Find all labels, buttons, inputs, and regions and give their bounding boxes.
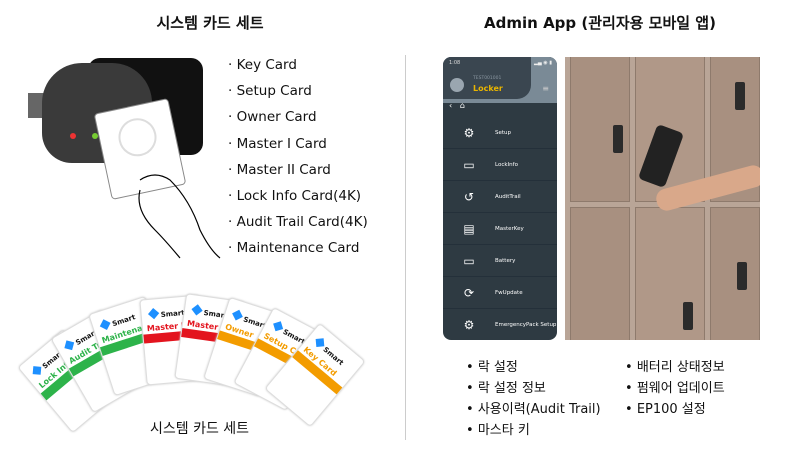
card-stripe: [288, 347, 356, 406]
menu-item-label: MasterKey: [495, 225, 524, 232]
refresh-icon: ⟳: [463, 285, 475, 300]
monitor-icon: ▭: [463, 157, 475, 172]
feature-list-1: 락 설정락 설정 정보사용이력(Audit Trail)마스타 키: [466, 356, 601, 440]
smart-logo-icon: Smart: [147, 307, 185, 320]
fan-caption: 시스템 카드 세트: [150, 421, 250, 437]
menu-item-label: FwUpdate: [495, 289, 523, 296]
menu-item-label: Setup: [495, 129, 512, 136]
locker-photo: [565, 57, 760, 340]
menu-item-setup[interactable]: ⚙ Setup: [443, 117, 557, 149]
feature-item: 펌웨어 업데이트: [625, 377, 725, 398]
card-type-item: Lock Info Card(4K): [228, 187, 368, 213]
menu-item-battery[interactable]: ▭ Battery: [443, 245, 557, 277]
right-title: Admin App (관리자용 모바일 앱): [484, 14, 716, 32]
divider: [405, 55, 406, 440]
menu-item-fwupdate[interactable]: ⟳ FwUpdate: [443, 277, 557, 309]
nav-bar: ‹ ⌂: [449, 101, 465, 110]
feature-item: 사용이력(Audit Trail): [466, 398, 601, 419]
avatar: [450, 78, 464, 92]
card-type-item: Master I Card: [228, 135, 368, 161]
card-type-item: Key Card: [228, 56, 368, 82]
gear-icon: ⚙: [463, 125, 475, 140]
feature-item: 마스타 키: [466, 419, 601, 440]
menu-item-label: LockInfo: [495, 161, 518, 168]
user-name: Locker: [473, 84, 503, 93]
hand-illustration: [138, 174, 221, 259]
feature-item: EP100 설정: [625, 398, 725, 419]
menu-item-lockinfo[interactable]: ▭ LockInfo: [443, 149, 557, 181]
menu-item-masterkey[interactable]: ▤ MasterKey: [443, 213, 557, 245]
gear-icon: ⚙: [463, 317, 475, 332]
card-type-item: Setup Card: [228, 82, 368, 108]
admin-app-phone-screenshot: 1:08 ▂▄ ◉ ▮ TEST001001 Locker ≡ ‹ ⌂ ⚙ Set…: [443, 57, 557, 340]
card-type-item: Owner Card: [228, 108, 368, 134]
card-type-item: Master II Card: [228, 161, 368, 187]
feature-list-2: 배터리 상태정보펌웨어 업데이트EP100 설정: [625, 356, 725, 419]
menu-item-label: Battery: [495, 257, 516, 264]
feature-item: 배터리 상태정보: [625, 356, 725, 377]
left-title: 시스템 카드 세트: [156, 14, 264, 32]
feature-item: 락 설정: [466, 356, 601, 377]
battery-icon: ▭: [463, 253, 475, 268]
menu-item-label: AuditTrail: [495, 193, 521, 200]
back-icon[interactable]: ‹: [449, 101, 453, 110]
card-type-item: Maintenance Card: [228, 239, 368, 265]
hamburger-menu-icon[interactable]: ≡: [542, 84, 549, 93]
status-icons: ▂▄ ◉ ▮: [534, 60, 552, 66]
feature-item: 락 설정 정보: [466, 377, 601, 398]
home-icon[interactable]: ⌂: [459, 101, 465, 110]
card-type-list: Key CardSetup CardOwner CardMaster I Car…: [228, 56, 368, 266]
menu-item-emergencypack-setup[interactable]: ⚙ EmergencyPack Setup: [443, 309, 557, 340]
menu-item-label: EmergencyPack Setup: [495, 321, 557, 328]
menu-item-audittrail[interactable]: ↺ AuditTrail: [443, 181, 557, 213]
card-type-item: Audit Trail Card(4K): [228, 213, 368, 239]
card-icon: ▤: [463, 221, 475, 236]
user-id: TEST001001: [473, 76, 502, 81]
status-time: 1:08: [449, 60, 461, 66]
history-icon: ↺: [463, 189, 475, 204]
